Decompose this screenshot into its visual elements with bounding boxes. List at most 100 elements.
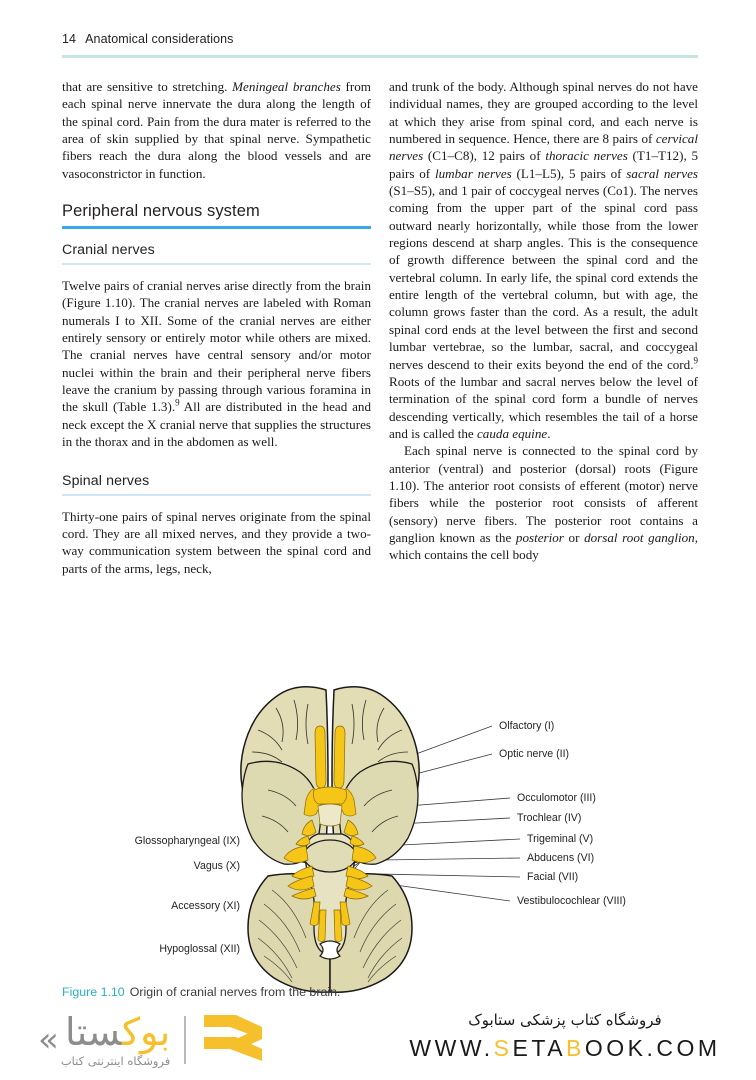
label-trochlear: Trochlear (IV) <box>517 812 581 824</box>
nerve-trigeminal-right <box>351 845 377 863</box>
text-run: or <box>563 529 585 545</box>
nerve-accessory-right <box>339 901 351 926</box>
brain-illustration <box>240 686 420 993</box>
nerve-facial-left <box>287 875 315 891</box>
label-occulomotor: Occulomotor (III) <box>517 792 596 804</box>
paragraph-spinal-nerves: Thirty-one pairs of spinal nerves origin… <box>62 508 371 576</box>
footer-url[interactable]: WWW.SETABOOK.COM <box>400 1035 730 1062</box>
label-hypoglossal: Hypoglossal (XII) <box>159 943 240 955</box>
paragraph-spinal-nerve-groups: and trunk of the body. Although spinal n… <box>389 78 698 442</box>
paragraph-cranial-nerves: Twelve pairs of cranial nerves arise dir… <box>62 277 371 450</box>
left-column: that are sensitive to stretching. Mening… <box>62 78 371 577</box>
italic-term: dorsal root ganglion <box>584 529 695 545</box>
italic-term: thoracic nerves <box>545 148 628 164</box>
logo-word-gold: بوک <box>121 1009 171 1054</box>
optic-chiasm <box>313 786 347 805</box>
text-run: , which contains the cell body <box>389 529 698 563</box>
label-trigeminal: Trigeminal (V) <box>527 833 593 845</box>
chevron-mark-icon <box>204 1015 263 1061</box>
text-run: Roots of the lumbar and sacral nerves be… <box>389 373 698 441</box>
double-chevron-icon: « <box>38 1020 59 1060</box>
label-olfactory: Olfactory (I) <box>499 720 554 732</box>
paragraph-spinal-nerve-roots: Each spinal nerve is connected to the sp… <box>389 442 698 563</box>
heading-peripheral-nervous-system: Peripheral nervous system <box>62 202 260 221</box>
text-run: that are sensitive to stretching. <box>62 79 233 94</box>
nerve-olfactory-right <box>333 725 346 789</box>
cerebellar-folia <box>257 889 403 983</box>
label-vagus: Vagus (X) <box>194 860 240 872</box>
url-part-s: S <box>493 1035 513 1061</box>
url-part-ook-com: OOK.COM <box>584 1035 721 1061</box>
nerve-glossopharyngeal-left <box>291 887 317 900</box>
nerve-trochlear-right <box>349 835 365 847</box>
italic-term: sacral nerves <box>626 165 699 181</box>
hypophysis-region <box>317 803 343 827</box>
nerve-trigeminal-left <box>283 845 309 863</box>
running-head-rule <box>62 55 698 58</box>
page-folio: 14 <box>62 32 77 46</box>
heading-a-rule <box>62 226 371 230</box>
italic-term: cauda equine <box>477 425 548 441</box>
heading-b-rule <box>62 263 371 266</box>
nerve-hypoglossal-right <box>333 909 343 942</box>
italic-term: Meningeal branches <box>232 79 341 94</box>
footer-brand-text: فروشگاه کتاب پزشکی ستابوک WWW.SETABOOK.C… <box>400 1011 730 1062</box>
figure-caption-text: Origin of cranial nerves from the brain. <box>129 985 341 999</box>
figure-brain-cranial-nerves: Olfactory (I) Optic nerve (II) Occulomot… <box>62 660 698 1000</box>
nerve-facial-right <box>345 875 373 891</box>
text-run: . <box>547 425 551 441</box>
logo-wordmark: بوکستا <box>64 1009 171 1054</box>
body-columns: that are sensitive to stretching. Mening… <box>62 78 698 577</box>
figure-labels-right: Olfactory (I) Optic nerve (II) Occulomot… <box>499 720 626 907</box>
label-facial: Facial (VII) <box>527 871 578 883</box>
figure-caption: Figure 1.10 Origin of cranial nerves from… <box>62 985 340 999</box>
text-run: Twelve pairs of cranial nerves arise dir… <box>62 278 371 415</box>
nerve-oculomotor-left <box>301 819 317 836</box>
running-head: 14 Anatomical considerations <box>62 32 698 46</box>
nerve-oculomotor-right <box>343 819 359 836</box>
text-run: and trunk of the body. Although spinal n… <box>389 79 698 147</box>
label-accessory: Accessory (XI) <box>171 900 240 912</box>
label-abducens: Abducens (VI) <box>527 852 594 864</box>
text-run: All are distributed in the head and neck… <box>62 399 371 450</box>
nerve-hypoglossal-left <box>317 909 327 942</box>
running-head-title: Anatomical considerations <box>85 32 234 46</box>
text-run: from each spinal nerve innervate the dur… <box>62 79 371 181</box>
pyramidal-decussation <box>319 940 341 960</box>
paragraph-meningeal: that are sensitive to stretching. Mening… <box>62 78 371 182</box>
heading-cranial-nerves: Cranial nerves <box>62 242 155 259</box>
url-part-b: B <box>566 1035 585 1061</box>
heading-spinal-nerves: Spinal nerves <box>62 472 150 489</box>
figure-number: Figure 1.10 <box>62 985 125 999</box>
footer-banner: « بوکستا فروشگاه اینترنتی کتاب فروشگاه ک… <box>0 1000 756 1080</box>
italic-term: posterior <box>515 529 564 545</box>
setabook-logo: « بوکستا فروشگاه اینترنتی کتاب <box>38 1009 274 1071</box>
text-run: (L1–L5), 5 pairs of <box>511 165 627 181</box>
nerve-olfactory-left <box>314 725 327 789</box>
cranial-nerves-yellow <box>283 725 377 942</box>
sulci-lines <box>251 699 409 833</box>
text-run: (S1–S5), and 1 pair of coccygeal nerves … <box>389 183 698 372</box>
label-vestibulocochlear: Vestibulocochlear (VIII) <box>517 895 626 907</box>
text-run: (C1–C8), 12 pairs of <box>423 148 546 164</box>
italic-term: cervical nerves <box>389 131 698 164</box>
label-optic-nerve: Optic nerve (II) <box>499 748 569 760</box>
footnote-marker: 9 <box>693 355 699 366</box>
text-run: (T1–T12), 5 pairs of <box>389 148 698 181</box>
heading-b-rule-2 <box>62 493 371 496</box>
logo-divider <box>184 1016 187 1064</box>
nerve-accessory-left <box>309 901 321 926</box>
nerve-glossopharyngeal-right <box>343 887 369 900</box>
logo-word-light: ستا <box>64 1009 123 1054</box>
url-part-www: WWW. <box>409 1035 494 1061</box>
label-glossopharyngeal: Glossopharyngeal (IX) <box>135 835 240 847</box>
footnote-marker: 9 <box>175 398 180 409</box>
italic-term: lumbar nerves <box>434 165 512 181</box>
nerve-trochlear-left <box>295 835 311 847</box>
right-column: and trunk of the body. Although spinal n… <box>389 78 698 577</box>
figure-labels-left: Glossopharyngeal (IX) Vagus (X) Accessor… <box>135 835 240 955</box>
text-run: Each spinal nerve is connected to the sp… <box>389 443 698 545</box>
footer-tagline-fa: فروشگاه کتاب پزشکی ستابوک <box>468 1011 662 1029</box>
url-part-eta: ETA <box>512 1035 567 1061</box>
